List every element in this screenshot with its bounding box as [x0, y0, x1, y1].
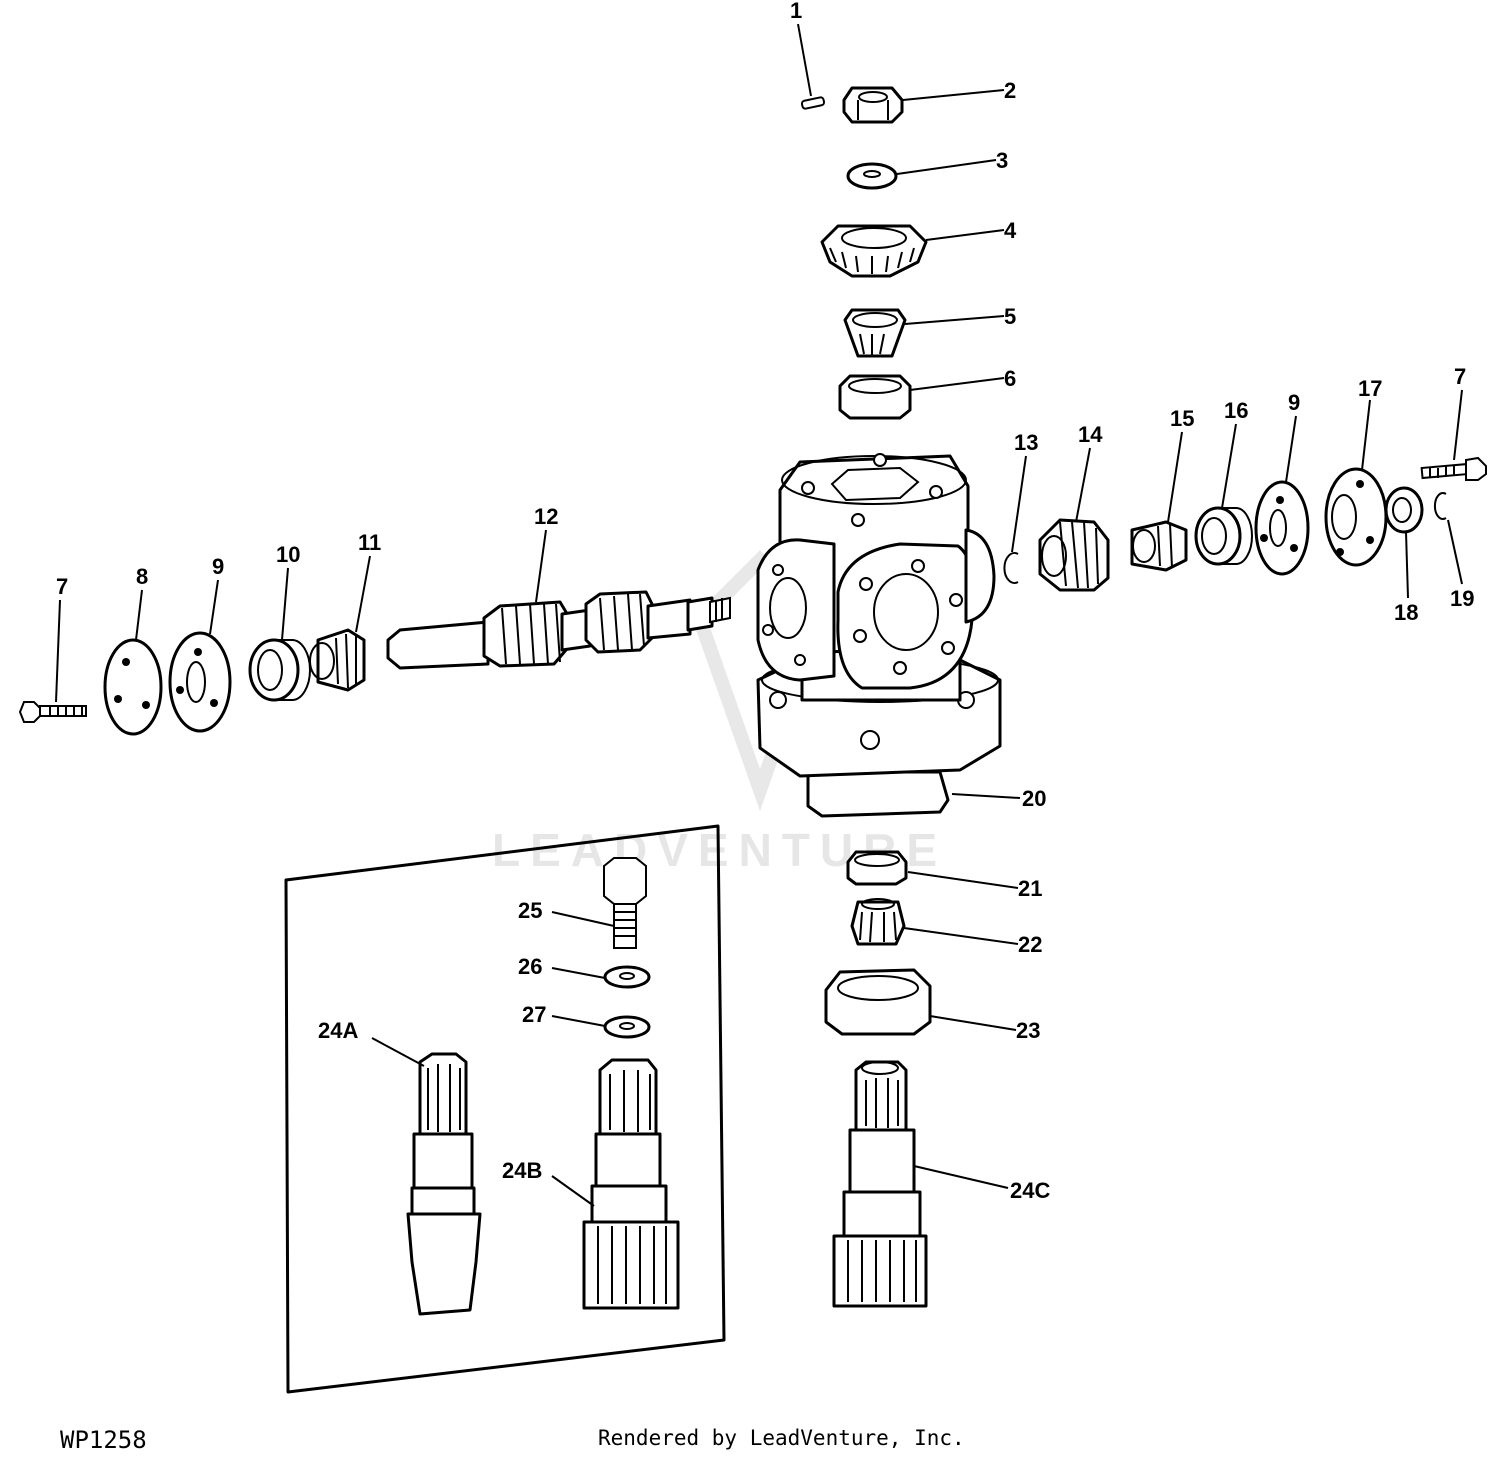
callout-7-right: 7 — [1454, 364, 1466, 389]
part-12-pinion-shaft — [386, 590, 731, 670]
render-credit: Rendered by LeadVenture, Inc. — [598, 1426, 965, 1450]
callout-20: 20 — [1022, 786, 1046, 811]
callout-24b: 24B — [502, 1158, 542, 1183]
part-1-cotter-pin — [800, 96, 826, 110]
callout-21: 21 — [1018, 876, 1042, 901]
part-3-washer — [846, 162, 898, 190]
callout-4: 4 — [1004, 218, 1017, 243]
callout-6: 6 — [1004, 366, 1016, 391]
callout-27: 27 — [522, 1002, 546, 1027]
callout-1: 1 — [790, 0, 802, 23]
callout-10: 10 — [276, 542, 300, 567]
callout-14: 14 — [1078, 422, 1103, 447]
part-21-bearing-cup — [846, 850, 908, 886]
part-24c-output-shaft — [832, 1060, 928, 1308]
part-2-castle-nut — [842, 86, 904, 124]
callout-13: 13 — [1014, 430, 1038, 455]
part-27-washer — [603, 1015, 651, 1039]
part-7-right-cap-screw — [1420, 456, 1487, 481]
callout-19: 19 — [1450, 586, 1474, 611]
callout-8: 8 — [136, 564, 148, 589]
part-6-bearing-cup — [838, 374, 912, 420]
part-13-snap-ring — [1003, 552, 1019, 584]
part-16-bearing-cup — [1194, 506, 1253, 566]
callout-labels: 1 2 3 4 5 6 7 8 9 10 11 12 13 14 15 16 9… — [56, 0, 1474, 1203]
part-24a-output-shaft — [406, 1052, 482, 1316]
callout-26: 26 — [518, 954, 542, 979]
part-20-gearbox-housing — [756, 453, 1002, 818]
leader-lines — [55, 23, 1463, 1207]
part-15-bearing-cone — [1130, 520, 1188, 572]
callout-7-left: 7 — [56, 574, 68, 599]
callout-2: 2 — [1004, 78, 1016, 103]
callout-12: 12 — [534, 504, 558, 529]
part-11-bearing-cone — [309, 628, 366, 692]
part-17-end-cap — [1324, 467, 1388, 567]
callout-3: 3 — [996, 148, 1008, 173]
callout-11: 11 — [358, 530, 381, 555]
alternate-parts-inset — [284, 824, 726, 1394]
callout-25: 25 — [518, 898, 542, 923]
callout-15: 15 — [1170, 406, 1194, 431]
part-18-spacer — [1384, 486, 1424, 534]
part-5-bearing-cone — [843, 308, 907, 358]
callout-24a: 24A — [318, 1018, 358, 1043]
callout-17: 17 — [1358, 376, 1382, 401]
part-4-bevel-gear — [820, 224, 928, 278]
callout-16: 16 — [1224, 398, 1248, 423]
part-25-cap-screw — [603, 857, 647, 949]
part-22-bearing-cone — [850, 898, 906, 946]
callout-9-right: 9 — [1288, 390, 1300, 415]
part-8-cover-plate — [103, 638, 163, 736]
part-26-washer — [603, 965, 651, 989]
part-14-bevel-pinion — [1038, 518, 1110, 592]
callout-18: 18 — [1394, 600, 1418, 625]
figure-code: WP1258 — [60, 1426, 147, 1454]
part-10-bearing-cup — [248, 638, 311, 702]
callout-23: 23 — [1016, 1018, 1040, 1043]
part-19-snap-ring — [1433, 492, 1447, 520]
callout-22: 22 — [1018, 932, 1042, 957]
part-9-left-gasket — [168, 631, 232, 733]
callout-9-left: 9 — [212, 554, 224, 579]
callout-5: 5 — [1004, 304, 1016, 329]
part-24b-output-shaft — [582, 1058, 680, 1310]
part-7-left-cap-screw — [18, 701, 87, 723]
callout-24c: 24C — [1010, 1178, 1050, 1203]
part-23-seal — [824, 968, 932, 1036]
part-9-right-gasket — [1254, 480, 1310, 576]
